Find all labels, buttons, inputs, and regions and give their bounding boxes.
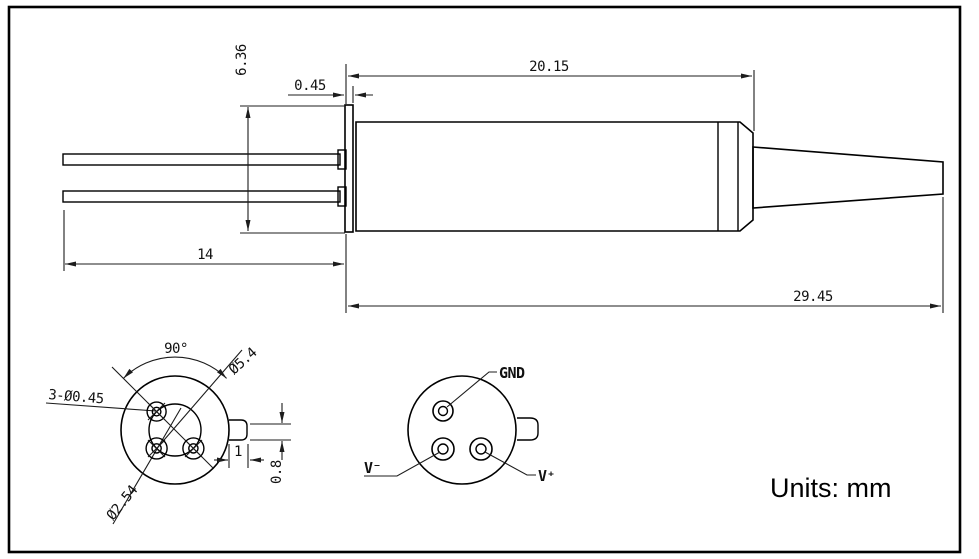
- leader-gnd: [446, 371, 497, 408]
- pin-gnd-label: GND: [499, 364, 525, 382]
- dim-body-length: 20.15: [529, 59, 569, 75]
- locating-tab: [517, 417, 539, 441]
- units-note: Units: mm: [770, 473, 892, 503]
- angle-arc: [123, 356, 227, 379]
- pin-lead-top: [62, 153, 341, 166]
- dim-flange-thickness: 0.45: [294, 78, 326, 94]
- dim-tab-height: 0.8: [269, 460, 285, 484]
- side-view-dimensions: 6.36 0.45 20.15 14 29.45: [63, 44, 944, 313]
- dim-pin-angle: 90°: [164, 341, 188, 357]
- flange: [344, 104, 354, 233]
- pin-mark-bottom-right: [182, 437, 205, 460]
- dim-can-diameter: Ø5.4: [226, 345, 260, 378]
- pinout-view: GND V⁻ V⁺: [364, 364, 556, 485]
- pin-vminus-label: V⁻: [364, 459, 381, 477]
- pin-gnd: [432, 400, 454, 422]
- leader-pin-circle: [112, 407, 182, 525]
- can-body: [355, 121, 754, 232]
- dim-pin-circle: Ø2.54: [104, 483, 141, 524]
- pin-circle: [148, 403, 202, 457]
- pin-mark-top-left: [146, 401, 167, 422]
- sheet-border: [7, 5, 962, 554]
- leader-vplus: [484, 451, 536, 476]
- boot-cone: [752, 146, 944, 209]
- dim-pin-diameter: 3-Ø0.45: [48, 387, 105, 407]
- pin-mark-bottom-left: [145, 437, 168, 460]
- pin-stub-bottom: [337, 186, 347, 207]
- base-view: 90° Ø5.4 3-Ø0.45 Ø2.54 1 0.8: [45, 341, 291, 525]
- pin-stub-top: [337, 149, 347, 170]
- side-view: [62, 104, 944, 233]
- pin-lead-bottom: [62, 190, 341, 203]
- can-outline: [407, 375, 517, 485]
- dim-flange-diameter: 6.36: [234, 44, 250, 76]
- dim-total-length: 29.45: [793, 289, 833, 305]
- locating-tab: [229, 419, 248, 441]
- dim-pin-length: 14: [197, 247, 213, 263]
- leader-pin-holes: [45, 402, 157, 412]
- pin-vplus: [469, 437, 493, 461]
- pin-vplus-label: V⁺: [538, 467, 555, 485]
- leader-vminus: [364, 451, 441, 477]
- dim-tab-width: 1: [234, 444, 242, 460]
- pin-vminus: [431, 437, 455, 461]
- radial-45: [157, 349, 243, 448]
